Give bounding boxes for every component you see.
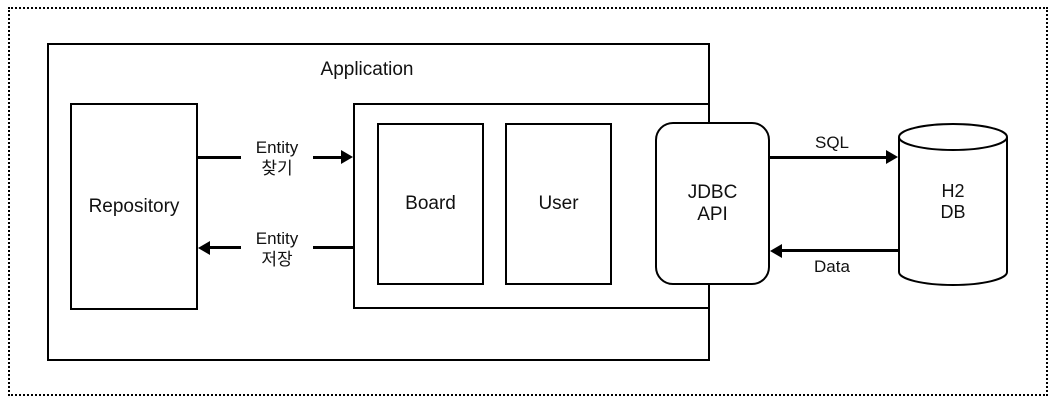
sql-arrow-line	[770, 156, 887, 159]
entity-find-label: Entity 찾기	[241, 137, 313, 180]
board-box: Board	[377, 123, 484, 285]
entity-find-arrowhead-right	[341, 150, 353, 164]
entity-save-label-line1: Entity	[255, 229, 299, 248]
jdbc-api-label-line1: JDBC	[687, 181, 738, 203]
repository-box: Repository	[70, 103, 198, 310]
h2-db-label: H2 DB	[898, 181, 1008, 223]
entity-find-label-line1: Entity	[255, 138, 299, 157]
cylinder-body	[898, 137, 1008, 286]
data-arrowhead-left	[770, 244, 782, 258]
jdbc-api-label: JDBC API	[688, 182, 738, 226]
entity-save-label-line2: 저장	[261, 250, 293, 269]
jdbc-api-label-line2: API	[697, 203, 728, 225]
data-label: Data	[814, 257, 850, 276]
h2-db-label-line1: H2	[941, 181, 965, 201]
data-arrow-line	[781, 249, 898, 252]
cylinder-top-ellipse	[898, 123, 1008, 151]
entity-find-label-line2: 찾기	[261, 159, 293, 178]
user-label: User	[538, 193, 579, 214]
outer-dotted-border	[8, 7, 1048, 396]
entity-save-label: Entity 저장	[241, 228, 313, 271]
h2-db-label-line2: DB	[940, 202, 966, 222]
repository-label: Repository	[88, 195, 180, 217]
h2-database-cylinder	[898, 123, 1008, 286]
sql-arrowhead-right	[886, 150, 898, 164]
sql-label: SQL	[814, 133, 850, 152]
jdbc-api-box: JDBC API	[655, 122, 770, 285]
entity-save-arrowhead-left	[198, 241, 210, 255]
application-label: Application	[320, 59, 414, 80]
board-label: Board	[405, 193, 456, 214]
user-box: User	[505, 123, 612, 285]
